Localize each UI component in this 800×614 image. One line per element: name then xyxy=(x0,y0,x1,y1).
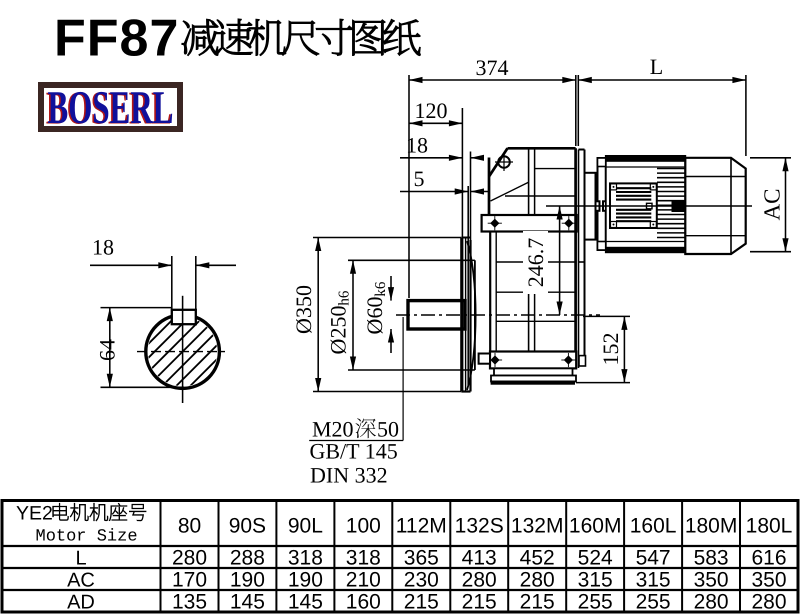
svg-text:100: 100 xyxy=(346,514,381,537)
svg-text:318: 318 xyxy=(288,546,323,569)
svg-text:DIN 332: DIN 332 xyxy=(310,463,388,488)
svg-text:5: 5 xyxy=(414,166,425,191)
svg-text:215: 215 xyxy=(462,590,497,613)
svg-text:255: 255 xyxy=(578,590,613,613)
svg-text:190: 190 xyxy=(230,568,265,591)
svg-text:18: 18 xyxy=(406,133,428,158)
svg-text:215: 215 xyxy=(520,590,555,613)
svg-text:M20: M20 xyxy=(312,417,354,442)
svg-text:BOSERL: BOSERL xyxy=(48,82,174,134)
svg-text:413: 413 xyxy=(462,546,497,569)
svg-text:145: 145 xyxy=(288,590,323,613)
svg-text:170: 170 xyxy=(172,568,207,591)
svg-text:180M: 180M xyxy=(685,514,738,537)
svg-text:BOSERL: BOSERL xyxy=(46,83,172,135)
svg-text:365: 365 xyxy=(404,546,439,569)
svg-text:616: 616 xyxy=(751,546,786,569)
svg-text:190: 190 xyxy=(288,568,323,591)
svg-text:132M: 132M xyxy=(511,514,564,537)
svg-text:315: 315 xyxy=(636,568,671,591)
svg-text:152: 152 xyxy=(598,333,623,366)
svg-text:64: 64 xyxy=(95,339,120,361)
svg-text:YE2: YE2 xyxy=(16,503,53,525)
svg-text:210: 210 xyxy=(346,568,381,591)
svg-text:AD: AD xyxy=(67,591,95,613)
svg-text:180L: 180L xyxy=(746,514,793,537)
svg-text:280: 280 xyxy=(751,590,786,613)
svg-text:318: 318 xyxy=(346,546,381,569)
svg-text:280: 280 xyxy=(172,546,207,569)
svg-text:255: 255 xyxy=(636,590,671,613)
svg-text:AC: AC xyxy=(759,189,784,221)
svg-text:18: 18 xyxy=(92,235,114,260)
svg-text:L: L xyxy=(75,547,86,569)
svg-text:288: 288 xyxy=(230,546,265,569)
svg-text:Motor Size: Motor Size xyxy=(36,528,138,547)
svg-text:132S: 132S xyxy=(455,514,504,537)
svg-text:AC: AC xyxy=(67,569,95,591)
svg-text:135: 135 xyxy=(172,590,207,613)
svg-text:Ø350: Ø350 xyxy=(291,285,316,334)
svg-text:315: 315 xyxy=(578,568,613,591)
svg-text:350: 350 xyxy=(694,568,729,591)
svg-text:112M: 112M xyxy=(396,514,447,537)
svg-text:547: 547 xyxy=(636,546,671,569)
svg-text:160: 160 xyxy=(346,590,381,613)
svg-text:FF87: FF87 xyxy=(54,10,179,68)
svg-text:90L: 90L xyxy=(288,514,323,537)
svg-text:280: 280 xyxy=(694,590,729,613)
svg-text:246.7: 246.7 xyxy=(523,238,548,288)
svg-text:230: 230 xyxy=(404,568,439,591)
svg-text:80: 80 xyxy=(178,514,201,537)
svg-text:160L: 160L xyxy=(630,514,677,537)
svg-text:120: 120 xyxy=(415,98,448,123)
svg-text:160M: 160M xyxy=(569,514,622,537)
svg-text:374: 374 xyxy=(476,55,509,80)
svg-text:50: 50 xyxy=(377,417,399,442)
svg-text:452: 452 xyxy=(520,546,555,569)
svg-text:350: 350 xyxy=(751,568,786,591)
svg-text:90S: 90S xyxy=(229,514,266,537)
svg-text:583: 583 xyxy=(694,546,729,569)
svg-text:280: 280 xyxy=(462,568,497,591)
svg-text:145: 145 xyxy=(230,590,265,613)
svg-text:524: 524 xyxy=(578,546,613,569)
svg-text:215: 215 xyxy=(404,590,439,613)
svg-text:280: 280 xyxy=(520,568,555,591)
svg-text:GB/T 145: GB/T 145 xyxy=(310,438,398,463)
svg-text:L: L xyxy=(650,54,663,79)
